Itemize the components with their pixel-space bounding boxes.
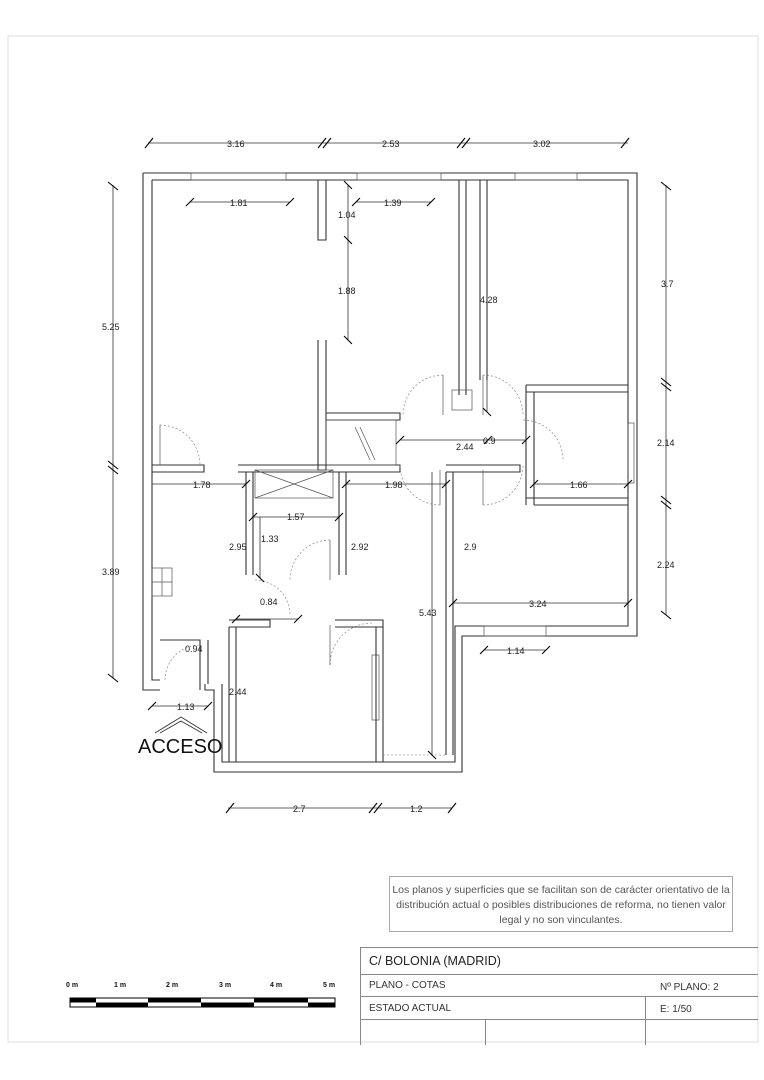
- plan-scale: E: 1/50: [660, 1004, 692, 1015]
- dim-left-2: 3.89: [102, 567, 120, 577]
- dim-1-81: 1.81: [230, 198, 248, 208]
- scale-bar: [69, 997, 336, 1008]
- dim-bottom-1: 2.7: [293, 804, 306, 814]
- left-dimension-chain: [107, 181, 119, 683]
- dim-left-1: 5.25: [102, 322, 120, 332]
- top-dimension-chain: [144, 137, 630, 149]
- dim-0-9: 0.9: [483, 436, 496, 446]
- dim-bottom-2: 1.2: [410, 804, 423, 814]
- dim-2-44-hall: 2.44: [456, 442, 474, 452]
- interior-dimension-lines: [147, 180, 633, 760]
- plan-type: PLANO - COTAS: [369, 980, 446, 991]
- address-title: C/ BOLONIA (MADRID): [369, 954, 501, 968]
- scale-label-4: 4 m: [270, 982, 283, 989]
- scale-label-5: 5 m: [323, 982, 336, 989]
- dim-1-04: 1.04: [338, 210, 356, 220]
- dim-2-92: 2.92: [351, 542, 369, 552]
- dim-1-13: 1.13: [177, 702, 195, 712]
- dim-1-39: 1.39: [384, 198, 402, 208]
- scale-label-0: 0 m: [66, 982, 79, 989]
- interior-walls: [151, 180, 628, 762]
- dim-1-33: 1.33: [261, 534, 279, 544]
- entrance-label: ACCESO: [138, 736, 223, 758]
- door-swings: [159, 374, 564, 756]
- dim-5-43: 5.43: [419, 608, 437, 618]
- dim-top-3: 3.02: [533, 139, 551, 149]
- dim-1-98: 1.98: [385, 480, 403, 490]
- dim-top-1: 3.16: [227, 139, 245, 149]
- dim-3-24: 3.24: [529, 599, 547, 609]
- dim-1-57: 1.57: [287, 512, 305, 522]
- right-dimension-chain: [660, 181, 672, 620]
- dim-1-78: 1.78: [193, 480, 211, 490]
- disclaimer-note: Los planos y superficies que se facilita…: [389, 876, 733, 932]
- outer-walls: [142, 172, 638, 773]
- dim-0-94: 0.94: [185, 644, 203, 654]
- dim-2-44-bedroom: 2.44: [229, 687, 247, 697]
- dim-2-9: 2.9: [464, 542, 477, 552]
- dim-right-3: 2.24: [657, 560, 675, 570]
- plan-state: ESTADO ACTUAL: [369, 1003, 452, 1014]
- dim-right-2: 2.14: [657, 438, 675, 448]
- entrance-arrow-icon: [154, 716, 208, 734]
- dim-0-84: 0.84: [260, 597, 278, 607]
- dim-2-95: 2.95: [229, 542, 247, 552]
- bottom-dimension-chain: [225, 802, 457, 814]
- dim-1-66: 1.66: [570, 480, 588, 490]
- title-block: C/ BOLONIA (MADRID) PLANO - COTAS Nº PLA…: [360, 947, 758, 1045]
- sheet-border: [7, 35, 759, 1043]
- dim-1-14: 1.14: [507, 646, 525, 656]
- plan-number: Nº PLANO: 2: [660, 982, 719, 993]
- dim-top-2: 2.53: [382, 139, 400, 149]
- dim-right-1: 3.7: [661, 279, 674, 289]
- dim-4-28: 4.28: [480, 295, 498, 305]
- dim-1-88: 1.88: [338, 286, 356, 296]
- scale-label-2: 2 m: [166, 982, 179, 989]
- scale-label-1: 1 m: [114, 982, 127, 989]
- scale-label-3: 3 m: [219, 982, 232, 989]
